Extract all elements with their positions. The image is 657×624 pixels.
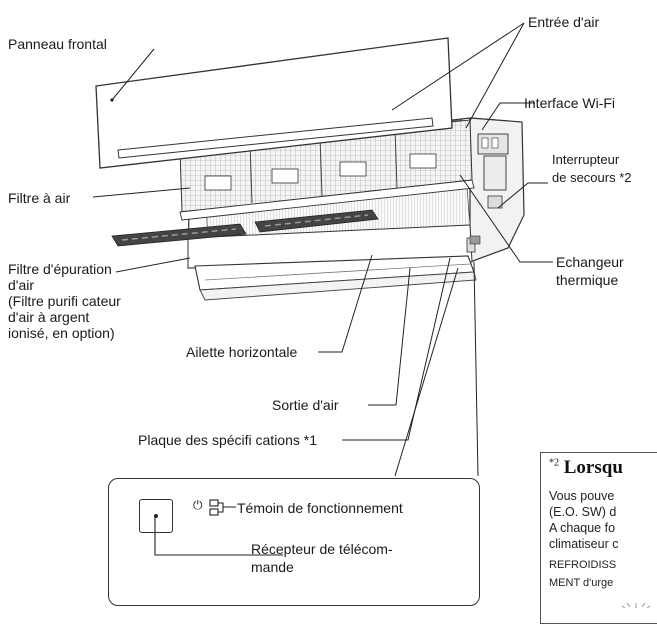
label-purifying-filter-3: (Filtre purifi cateur [8, 293, 121, 309]
label-emergency-switch-1: Interrupteur [552, 152, 620, 167]
note-line-6: MENT d'urge [549, 577, 614, 589]
power-icon: ⏻ [193, 498, 203, 512]
note-title-text: Lorsqu [563, 457, 623, 478]
label-heat-exchanger-1: Echangeur [556, 254, 624, 270]
purifying-filters [111, 209, 379, 247]
note-title: *2 Lorsqu [549, 457, 623, 479]
label-horizontal-louver: Ailette horizontale [186, 344, 298, 360]
note-marker: *2 [549, 457, 559, 469]
label-heat-exchanger-2: thermique [556, 272, 619, 288]
remote-receiver-window [139, 499, 173, 533]
label-air-inlet: Entrée d'air [528, 14, 600, 30]
receiver-leader-line [154, 515, 283, 556]
label-receiver-1: Récepteur de télécom- [251, 541, 393, 557]
label-purifying-filter-1: Filtre d'épuration [8, 261, 112, 277]
note-line-3: A chaque fo [549, 521, 616, 535]
receiver-dot [154, 514, 158, 518]
note-line-4: climatiseur c [549, 537, 619, 551]
label-purifying-filter-5: ionisé, en option) [8, 325, 115, 341]
note-line-1: Vous pouve [549, 489, 615, 503]
label-wifi-interface: Interface Wi-Fi [524, 95, 616, 111]
label-purifying-filter-4: d'air à argent [8, 309, 90, 325]
emergency-switch-note: *2 Lorsqu Vous pouve (E.O. SW) d A chaqu… [540, 452, 657, 624]
leader-lines [92, 22, 553, 477]
note-line-5: REFROIDISS [549, 559, 617, 571]
label-front-panel: Panneau frontal [8, 36, 107, 52]
label-air-filter: Filtre à air [8, 190, 71, 206]
note-line-2: (E.O. SW) d [549, 505, 617, 519]
label-receiver-2: mande [251, 559, 294, 575]
label-air-outlet: Sortie d'air [272, 397, 339, 413]
front-panel [95, 37, 453, 169]
operation-lamp-icon [209, 499, 236, 516]
lamp-blink-icon [621, 602, 651, 609]
label-spec-plate: Plaque des spécifi cations *1 [138, 432, 317, 448]
label-operation-lamp: Témoin de fonctionnement [237, 500, 403, 516]
label-emergency-switch-2: de secours *2 [552, 170, 632, 185]
receiver-detail-inset: ⏻ Témoin de fonctionnement Récepteur de … [108, 478, 480, 606]
label-purifying-filter-2: d'air [8, 277, 35, 293]
